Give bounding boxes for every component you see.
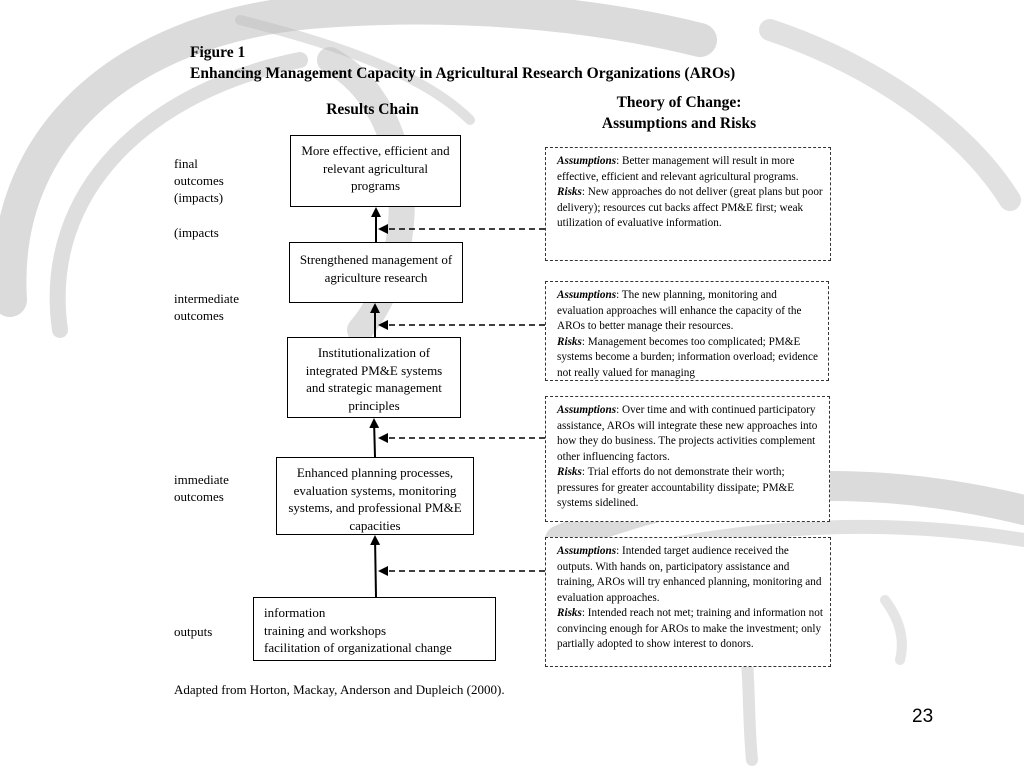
risks-text: : New approaches do not deliver (great p… [557,186,823,229]
assumptions-risks-note-1: Assumptions: Better management will resu… [545,147,831,261]
results-chain-heading: Results Chain [300,99,445,120]
output-item: training and workshops [264,622,485,640]
output-item: information [264,604,485,622]
page-number: 23 [912,706,933,728]
risks-text: : Management becomes too complicated; PM… [557,336,818,379]
output-item: facilitation of organizational change [264,639,485,657]
risks-label: Risks [557,466,582,478]
level-intermediate-line1: intermediate [174,290,239,307]
level-final-line2: outcomes [174,172,224,189]
assumptions-risks-note-2: Assumptions: The new planning, monitorin… [545,281,829,381]
risks-text: : Intended reach not met; training and i… [557,607,823,650]
assumptions-label: Assumptions [557,289,616,301]
risks-label: Risks [557,186,582,198]
level-intermediate-outcomes: intermediate outcomes [174,290,239,324]
chain-box-final-outcome: More effective, efficient and relevant a… [290,135,461,207]
chain-box-strengthened-management: Strengthened management of agriculture r… [289,242,463,303]
theory-of-change-heading: Theory of Change: Assumptions and Risks [570,92,788,134]
chain-box-outputs: information training and workshops facil… [253,597,496,661]
level-impacts: (impacts [174,224,219,241]
risks-label: Risks [557,336,582,348]
level-immediate-outcomes: immediate outcomes [174,471,229,505]
level-immediate-line2: outcomes [174,488,229,505]
level-final-line1: final [174,155,224,172]
level-final-outcomes: final outcomes (impacts) [174,155,224,206]
level-immediate-line1: immediate [174,471,229,488]
chain-box-institutionalization: Institutionalization of integrated PM&E … [287,337,461,418]
level-final-line3: (impacts) [174,189,224,206]
figure-number: Figure 1 [190,42,735,63]
risks-label: Risks [557,607,582,619]
theory-heading-line1: Theory of Change: [570,92,788,113]
figure-title-block: Figure 1 Enhancing Management Capacity i… [190,42,735,84]
source-citation: Adapted from Horton, Mackay, Anderson an… [174,682,505,698]
theory-heading-line2: Assumptions and Risks [570,113,788,134]
assumptions-label: Assumptions [557,404,616,416]
assumptions-risks-note-3: Assumptions: Over time and with continue… [545,396,830,522]
chain-box-enhanced-planning: Enhanced planning processes, evaluation … [276,457,474,535]
assumptions-label: Assumptions [557,545,616,557]
assumptions-label: Assumptions [557,155,616,167]
risks-text: : Trial efforts do not demonstrate their… [557,466,794,509]
level-outputs: outputs [174,623,212,640]
assumptions-risks-note-4: Assumptions: Intended target audience re… [545,537,831,667]
figure-title: Enhancing Management Capacity in Agricul… [190,63,735,84]
level-intermediate-line2: outcomes [174,307,239,324]
